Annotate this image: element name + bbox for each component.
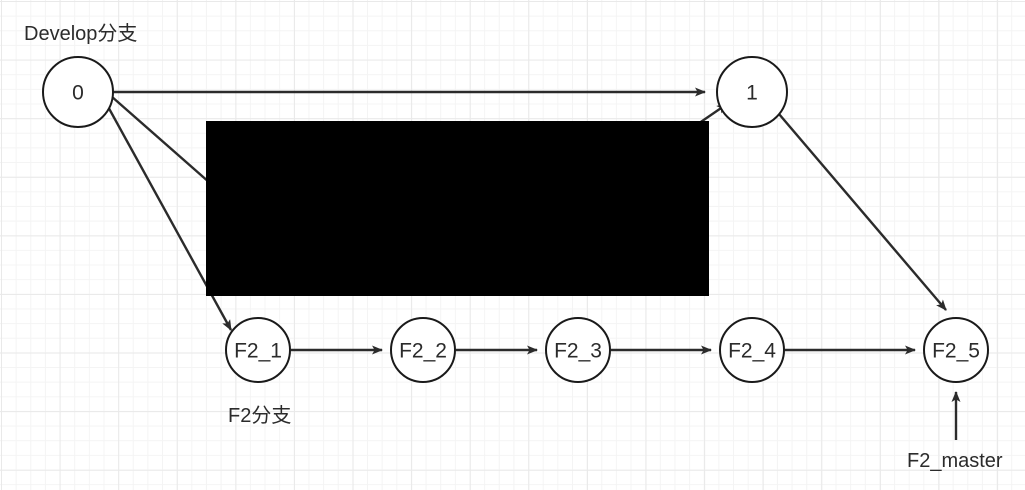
- node-f2-3[interactable]: F2_3: [545, 317, 611, 383]
- node-f2-4[interactable]: F2_4: [719, 317, 785, 383]
- edge-1-to-f2-5: [778, 113, 947, 311]
- node-0[interactable]: 0: [42, 56, 114, 128]
- edge-0-to-hidden-node: [110, 95, 211, 184]
- node-f2-5-label: F2_5: [932, 340, 980, 363]
- node-f2-2[interactable]: F2_2: [390, 317, 456, 383]
- node-f2-1-label: F2_1: [234, 340, 282, 363]
- node-f2-3-label: F2_3: [554, 340, 602, 363]
- node-1-label: 1: [746, 82, 758, 105]
- develop-branch-label: Develop分支: [24, 22, 137, 45]
- node-f2-2-label: F2_2: [399, 340, 447, 363]
- node-f2-5[interactable]: F2_5: [923, 317, 989, 383]
- node-f2-1[interactable]: F2_1: [225, 317, 291, 383]
- node-f2-4-label: F2_4: [728, 340, 776, 363]
- f2-branch-label: F2分支: [228, 404, 291, 427]
- node-1[interactable]: 1: [716, 56, 788, 128]
- f2-master-label: F2_master: [907, 450, 1003, 472]
- node-0-label: 0: [72, 82, 84, 105]
- redaction-block: [206, 121, 709, 296]
